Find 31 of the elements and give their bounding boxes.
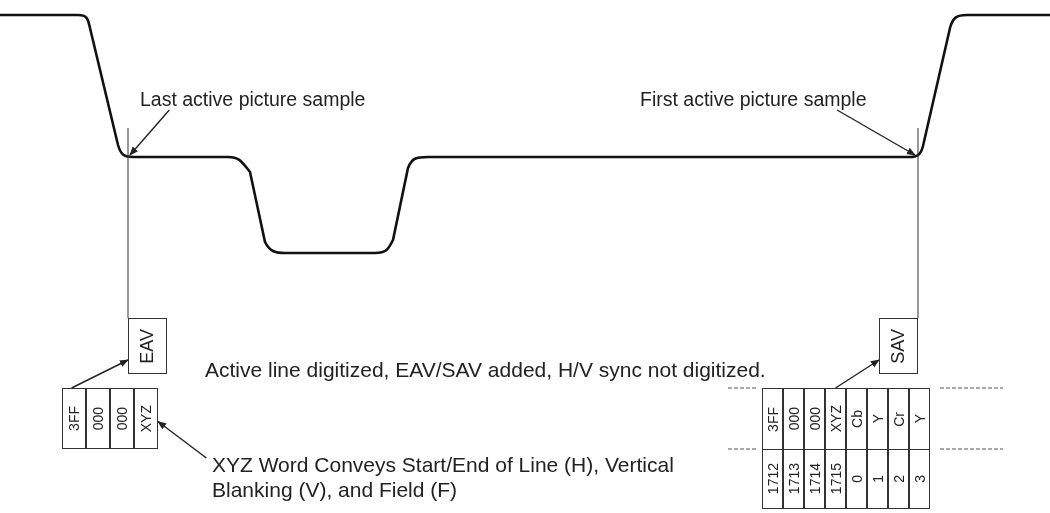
table-cell: Cb <box>846 388 867 450</box>
table-cell: 3FF <box>762 388 783 450</box>
leader-arrow <box>129 109 170 156</box>
table-cell: 000 <box>86 388 110 449</box>
table-cell: Cr <box>888 388 909 450</box>
table-cell: 2 <box>888 449 909 509</box>
leader-arrow <box>70 359 129 389</box>
table-cell: 000 <box>804 388 825 450</box>
table-cell: 1714 <box>804 449 825 509</box>
table-cell: XYZ <box>825 388 846 450</box>
table-cell: 3FF <box>62 388 86 449</box>
table-cell: Y <box>909 388 930 450</box>
table-cell: 000 <box>783 388 804 450</box>
table-cell: XYZ <box>134 388 158 449</box>
leader-arrow <box>157 420 208 459</box>
table-cell: 1712 <box>762 449 783 509</box>
table-cell: 1715 <box>825 449 846 509</box>
leader-arrow <box>836 109 916 156</box>
word-label: SAV <box>879 318 918 374</box>
table-cell: Y <box>867 388 888 450</box>
callout-label: Last active picture sample <box>140 88 366 110</box>
word-label: EAV <box>128 318 167 374</box>
table-cell: 000 <box>110 388 134 449</box>
table-cell: 1 <box>867 449 888 509</box>
table-cell: 1713 <box>783 449 804 509</box>
table-cell: 0 <box>846 449 867 509</box>
callout-label: First active picture sample <box>640 88 867 110</box>
leader-arrow <box>834 359 880 389</box>
caption-text: Active line digitized, EAV/SAV added, H/V sync not digitized. <box>205 359 766 381</box>
table-cell: 3 <box>909 449 930 509</box>
note-text: XYZ Word Conveys Start/End of Line (H), Vertical Blanking (V), and Field (F) <box>212 452 682 502</box>
